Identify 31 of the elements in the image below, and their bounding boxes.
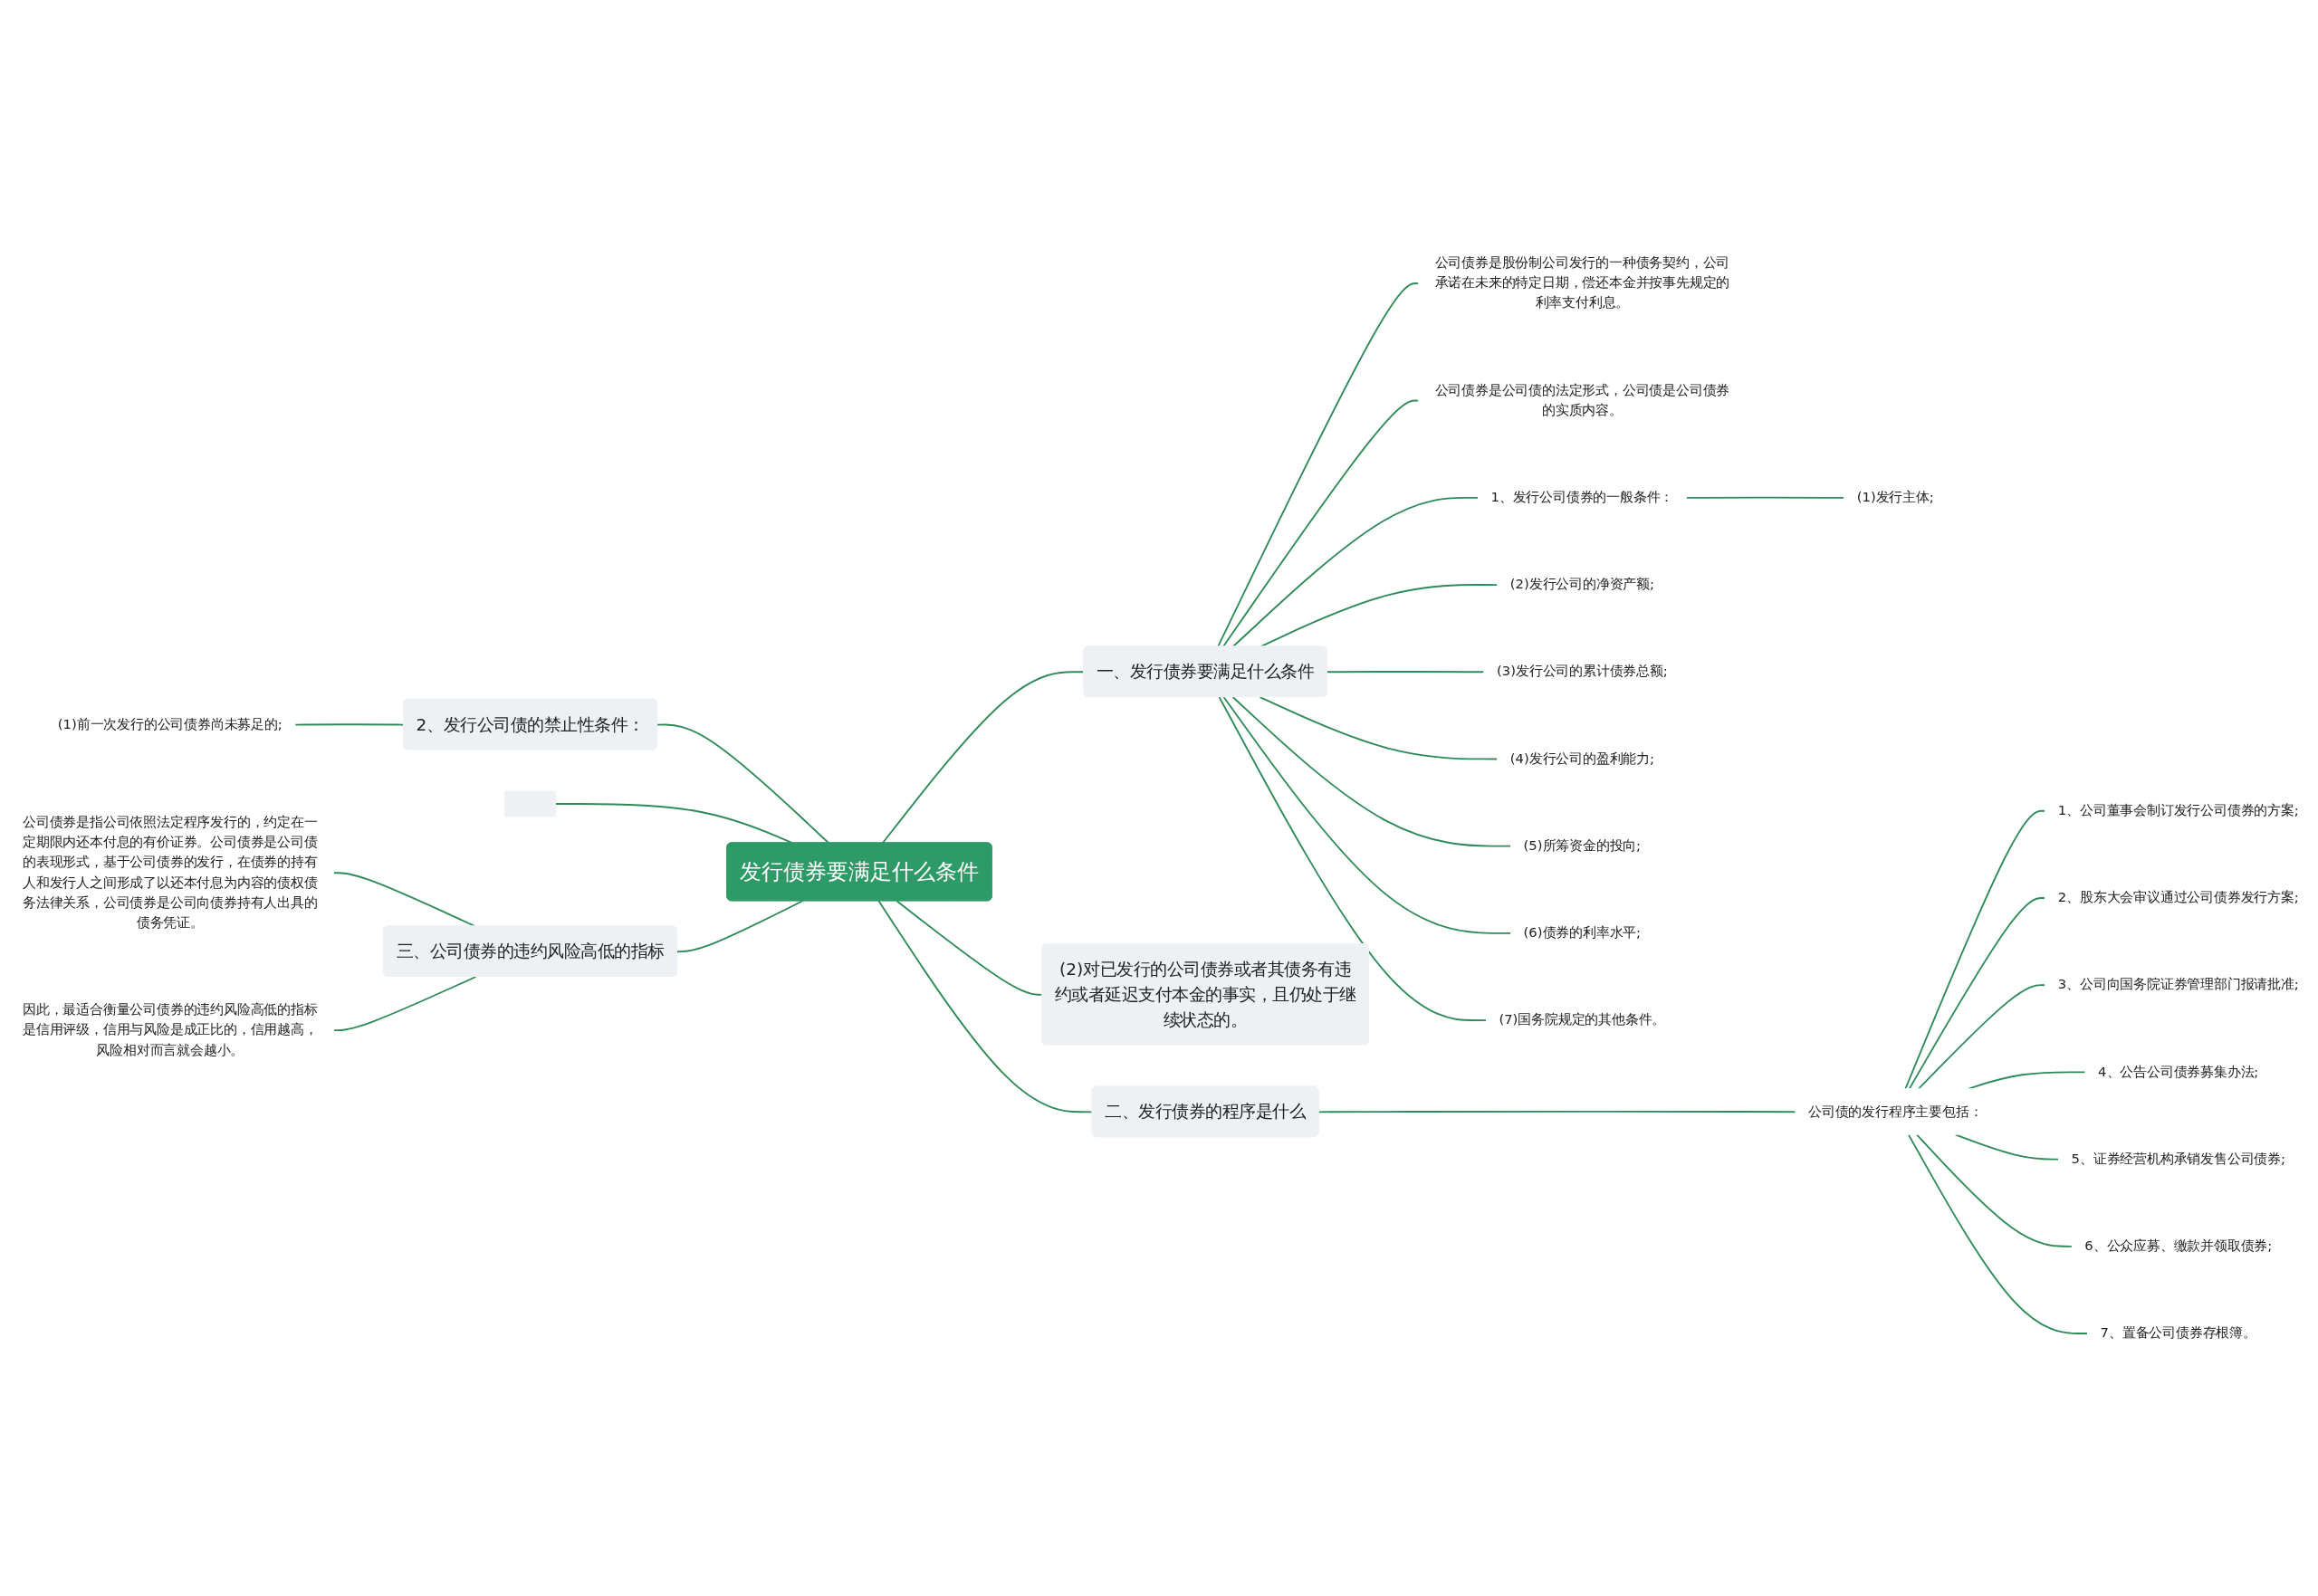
node-box [504, 790, 556, 817]
node-text: 5、证券经营机构承销发售公司债券; [2071, 1150, 2285, 1167]
connector [294, 723, 405, 726]
connector [1916, 1133, 2074, 1247]
connector [1231, 496, 1480, 648]
connector [332, 976, 477, 1032]
node-text: 2、股东大会审议通过公司债券发行方案; [2057, 889, 2299, 905]
connector [1317, 1111, 1797, 1113]
node-text: (4)发行公司的盈利能力; [1509, 750, 1654, 767]
node-text: 公司债的发行程序主要包括： [1808, 1103, 1983, 1120]
node-text: 1、发行公司债券的一般条件： [1490, 489, 1674, 505]
connector [1218, 696, 1488, 1021]
node-text: (6)债券的利率水平; [1523, 924, 1642, 941]
node-text: 公司债券是指公司依照法定程序发行的，约定在一定期限内还本付息的有价证券。公司债券是公司债的表现形式，基于公司债券的发行，在债券的持有人和发行人之间形成了以还本付息为内容的债权债务法律关系，公司债券是公司向债券持有人出具的债务凭证。 [22, 814, 318, 931]
node-text: 7、置备公司债券存根簿。 [2100, 1324, 2256, 1341]
node-text: (2)发行公司的净资产额; [1509, 576, 1654, 592]
connector [1326, 671, 1486, 674]
node-text: 因此，最适合衡量公司债券的违约风险高低的指标是信用评级，信用与风险是成正比的，信用越高，风险相对而言就会越小。 [22, 1001, 318, 1058]
node-text: (5)所筹资金的投向; [1523, 836, 1642, 854]
node-text: 公司债券是公司债的法定形式，公司债是公司债券的实质内容。 [1434, 381, 1730, 418]
node-text: 3、公司向国务院证券管理部门报请批准; [2057, 976, 2299, 993]
node-text: (7)国务院规定的其他条件。 [1499, 1011, 1666, 1027]
node-text: (1)发行主体; [1856, 489, 1934, 505]
node-text: (1)前一次发行的公司债券尚未募足的; [57, 715, 283, 732]
connector [675, 900, 804, 953]
node-text: 公司债券是股份制公司发行的一种债务契约，公司承诺在未来的特定日期，偿还本金并按事先规定的利率支付利息。 [1434, 254, 1730, 311]
node-text: 4、公告公司债券募集办法; [2098, 1063, 2259, 1080]
node-text: 1、公司董事会制订发行公司债券的方案; [2057, 802, 2299, 818]
connector [877, 900, 1094, 1113]
node-text: (3)发行公司的累计债券总额; [1496, 663, 1668, 680]
node-text: 6、公众应募、缴款并领取债券; [2084, 1238, 2273, 1254]
